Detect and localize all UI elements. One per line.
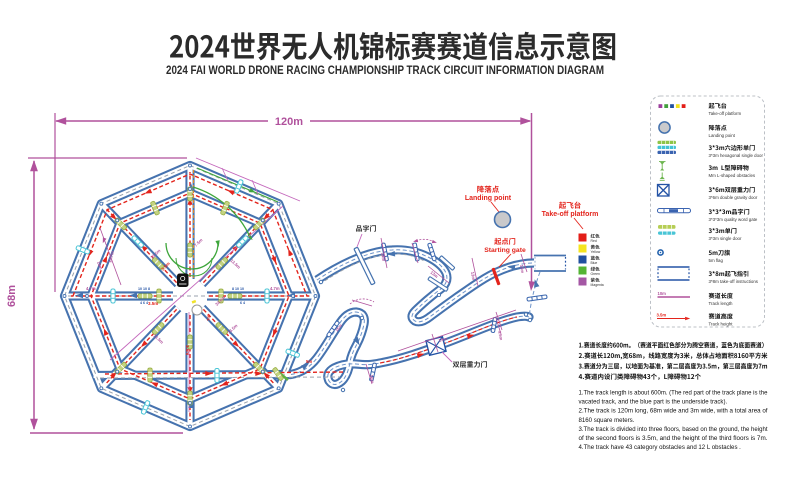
svg-text:3*8m take-off instructions: 3*8m take-off instructions xyxy=(709,279,759,284)
svg-text:15m: 15m xyxy=(438,336,448,343)
svg-text:Track length: Track length xyxy=(709,301,734,306)
svg-text:4.7m: 4.7m xyxy=(270,286,280,291)
svg-text:Red: Red xyxy=(591,239,597,243)
svg-text:1.The track length is about 60: 1.The track length is about 600m. (The r… xyxy=(579,390,769,397)
svg-text:7.5m: 7.5m xyxy=(193,237,203,247)
svg-text:of the second floors is 3.5m,: of the second floors is 3.5m, and the he… xyxy=(579,435,768,442)
svg-text:3.5m: 3.5m xyxy=(657,313,667,318)
svg-text:Magenta: Magenta xyxy=(591,283,604,287)
svg-text:4.5m: 4.5m xyxy=(497,330,504,341)
svg-text:8 10 10: 8 10 10 xyxy=(232,287,244,291)
svg-text:3*6m double gravity door: 3*6m double gravity door xyxy=(709,195,758,200)
svg-text:Starting gate: Starting gate xyxy=(484,247,526,254)
svg-text:13m: 13m xyxy=(429,270,439,279)
svg-text:14m: 14m xyxy=(380,252,386,261)
svg-text:Landing point: Landing point xyxy=(709,133,736,138)
svg-text:13m: 13m xyxy=(470,271,476,280)
svg-text:10.7m: 10.7m xyxy=(107,250,115,263)
svg-text:2.The track is 120m long, 68m: 2.The track is 120m long, 68m wide and 3… xyxy=(579,408,768,415)
svg-text:Track height: Track height xyxy=(709,322,734,327)
svg-text:3.5m: 3.5m xyxy=(148,301,158,306)
svg-text:3*3*3m quality word gate: 3*3*3m quality word gate xyxy=(709,217,758,222)
svg-text:Take-off platform: Take-off platform xyxy=(542,211,599,218)
svg-text:2024 FAI WORLD DRONE RACING CH: 2024 FAI WORLD DRONE RACING CHAMPIONSHIP… xyxy=(166,65,604,77)
svg-text:10m: 10m xyxy=(658,291,667,296)
svg-text:7m: 7m xyxy=(206,314,211,321)
svg-text:Blue: Blue xyxy=(591,261,598,265)
svg-text:16m: 16m xyxy=(96,261,104,271)
svg-text:4.The track have 43 category o: 4.The track have 43 category obstacles a… xyxy=(579,444,742,451)
svg-text:4.7m: 4.7m xyxy=(86,286,96,291)
svg-text:vacated track, and the blue pa: vacated track, and the blue part is the … xyxy=(579,399,728,406)
svg-text:13.5m: 13.5m xyxy=(226,323,238,335)
svg-text:Landing point: Landing point xyxy=(465,195,512,202)
svg-text:13.5m: 13.5m xyxy=(152,333,164,345)
svg-text:3*3m single door: 3*3m single door xyxy=(709,236,742,241)
svg-text:Mm L-shaped obstacles: Mm L-shaped obstacles xyxy=(709,173,756,178)
svg-text:Take-off platform: Take-off platform xyxy=(709,111,742,116)
svg-text:Green: Green xyxy=(591,272,601,276)
svg-text:3.5m: 3.5m xyxy=(160,261,171,272)
svg-text:13.5m: 13.5m xyxy=(229,258,241,270)
svg-text:68m: 68m xyxy=(6,285,18,307)
svg-text:4 6 4: 4 6 4 xyxy=(140,301,148,305)
svg-text:5m: 5m xyxy=(306,359,312,364)
svg-text:10 10 8: 10 10 8 xyxy=(138,287,150,291)
svg-text:3.The track is divided into th: 3.The track is divided into three floors… xyxy=(579,426,768,433)
svg-text:16m: 16m xyxy=(334,323,343,333)
svg-text:3.5m: 3.5m xyxy=(185,345,190,355)
svg-text:16m: 16m xyxy=(369,374,375,383)
svg-text:120m: 120m xyxy=(275,116,303,128)
svg-text:8160 square meters.: 8160 square meters. xyxy=(579,417,635,424)
svg-text:6 4: 6 4 xyxy=(240,301,245,305)
svg-text:13.5m: 13.5m xyxy=(149,248,161,260)
svg-text:Yellow: Yellow xyxy=(591,250,601,254)
svg-text:5m flag: 5m flag xyxy=(709,258,724,263)
svg-text:3*3m hexagonal single door: 3*3m hexagonal single door xyxy=(709,153,764,158)
svg-text:15m: 15m xyxy=(519,264,525,273)
